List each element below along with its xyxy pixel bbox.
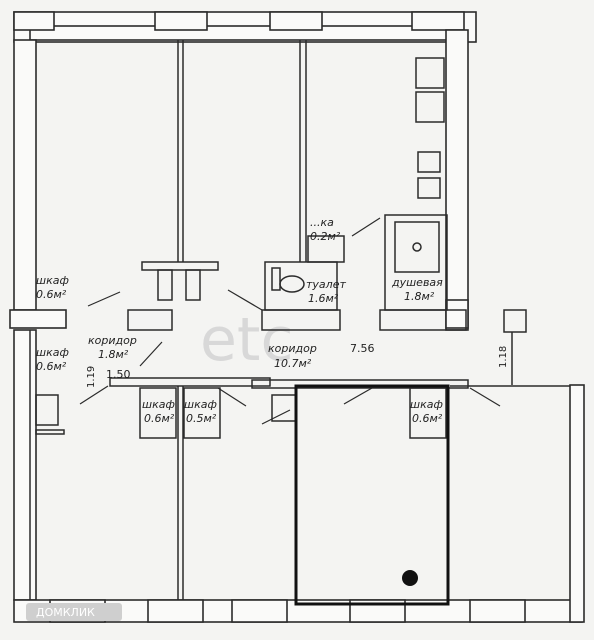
window-bottom-5 [469,599,526,623]
partition-h1-post-a [157,269,173,301]
window-bottom-3 [231,599,288,623]
label-closet-left-name: шкаф [36,346,69,359]
logo-badge [26,603,122,621]
label-corridor-small-name: коридор [88,334,137,347]
door-swings [79,217,501,425]
label-closet-mid-1-area: 0.6м² [144,412,175,425]
closet-mid-1 [139,387,177,439]
label-closet-top-left-name: шкаф [36,274,69,287]
door-swing-8 [351,217,381,237]
door-swing-6 [343,387,373,405]
partition-h1-post-b [185,269,201,301]
window-top-3 [411,11,465,31]
partition-h1 [141,261,219,271]
watermark-text: etc [200,305,293,375]
label-shower-name: душевая [391,276,443,289]
door-swing-2 [227,289,263,311]
room-labels: шкаф 0.6м² шкаф 0.6м² коридор 1.8м² кори… [36,216,443,425]
stove-1 [415,57,445,89]
right-exterior-wall [445,29,469,331]
label-shower-area: 1.8м² [404,290,435,303]
window-top-1 [154,11,208,31]
partition-h2-right [251,379,469,389]
dim-left-width: 1.19 [86,366,97,388]
dimension-labels: 7.56 1.19 1.50 1.18 [86,342,509,388]
left-exterior-wall-upper [13,39,37,311]
column-right [503,309,527,333]
label-storage-name: ...ка [310,216,334,229]
stove-2 [415,91,445,123]
partition-h2-left [109,377,271,387]
window-top-2 [269,11,323,31]
label-corridor-main-name: коридор [268,342,317,355]
top-exterior-wall [13,11,477,43]
label-closet-mid-2-area: 0.5м² [186,412,217,425]
sink-1 [417,151,441,173]
door-swing-5 [217,387,247,407]
door-swing-1 [87,291,121,307]
storage-box [307,235,345,263]
label-toilet-area: 1.6м² [308,292,339,305]
shower-box [384,214,448,311]
label-closet-left-area: 0.6м² [36,360,67,373]
closet-far-left [35,394,59,426]
dim-right-width: 1.18 [498,346,509,368]
door-swing-9 [261,409,291,425]
shower-tray [394,221,440,273]
label-closet-right-area: 0.6м² [412,412,443,425]
closet-mid-2 [183,387,221,439]
left-exterior-wall-lower [13,329,37,601]
label-toilet-name: туалет [306,278,346,291]
highlighted-room [294,384,450,606]
dim-corridor-length: 7.56 [350,342,375,355]
toilet-tank [271,267,281,291]
sink-2 [417,177,441,199]
label-corridor-main-area: 10.7м² [274,357,312,370]
label-storage-area: 0.2м² [310,230,341,243]
left-wall-pier [9,309,67,329]
door-swing-3 [139,341,163,367]
partitions [29,40,570,600]
toilet-box [264,261,338,311]
window-top-0 [13,11,55,31]
logo: ДОМКЛИК [26,603,122,621]
door-swing-4 [79,385,109,405]
room-marker-dot [402,570,418,586]
right-exterior-wall-lower [569,384,585,623]
label-closet-mid-2-name: шкаф [184,398,217,411]
window-bottom-2 [147,599,204,623]
door-swing-7 [469,387,501,407]
label-closet-top-left-area: 0.6м² [36,288,67,301]
dim-left-span: 1.50 [106,368,131,381]
shower-drain [412,242,422,252]
logo-text: ДОМКЛИК [36,606,95,619]
partition-block-a [127,309,173,331]
closet-far-left-shelf [35,429,65,435]
right-wall-pier [445,299,469,329]
label-corridor-small-area: 1.8м² [98,348,129,361]
label-closet-mid-1-name: шкаф [142,398,175,411]
closet-right [409,387,447,439]
label-closet-right-name: шкаф [410,398,443,411]
